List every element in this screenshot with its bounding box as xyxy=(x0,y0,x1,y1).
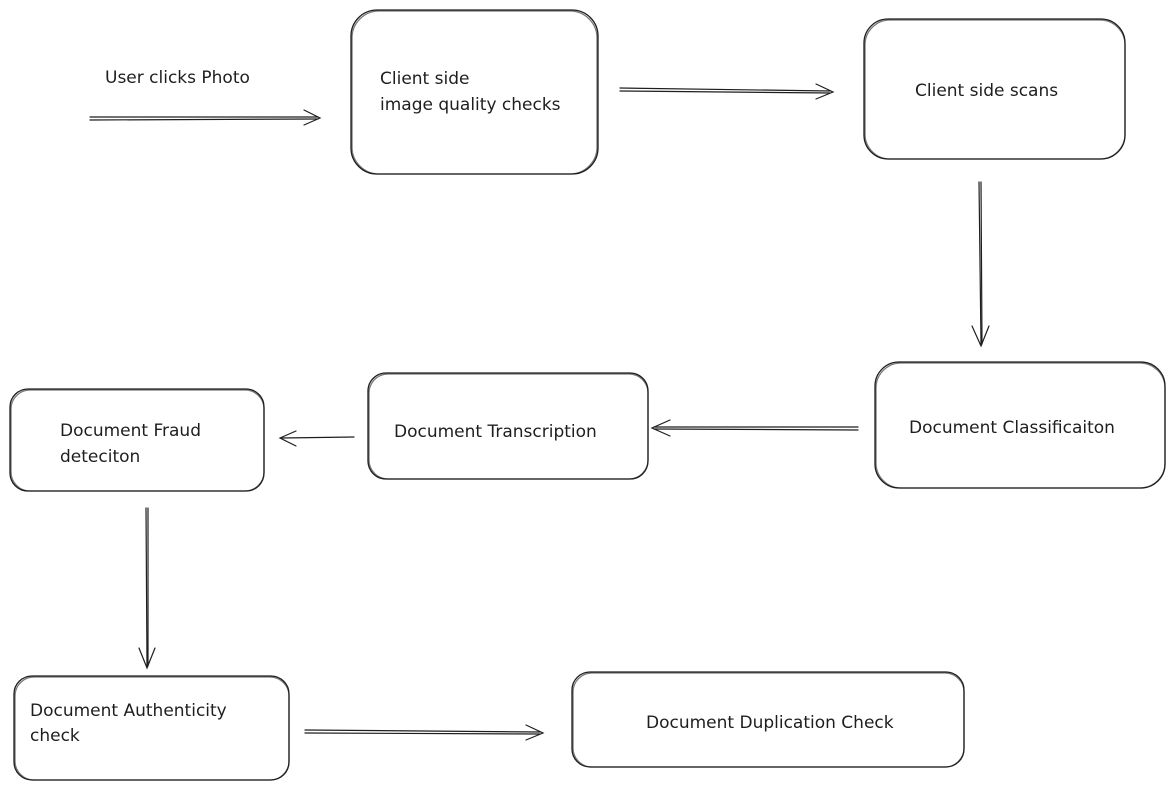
node-transcription-line1: Document Transcription xyxy=(394,422,597,442)
node-client-quality-line1: Client side xyxy=(380,69,469,89)
arrow-transcription-to-fraud xyxy=(278,430,355,447)
node-client-quality-line2: image quality checks xyxy=(380,95,561,115)
node-client-side-scans: Client side scans xyxy=(863,18,1126,160)
node-client-quality-checks: Client side image quality checks xyxy=(350,9,599,175)
arrow-classification-to-transcription xyxy=(650,419,859,437)
node-fraud-line2: deteciton xyxy=(60,447,140,467)
node-document-fraud-detection: Document Fraud deteciton xyxy=(9,388,265,492)
node-client-scans-line1: Client side scans xyxy=(915,81,1058,101)
node-document-authenticity-check: Document Authenticity check xyxy=(13,675,290,781)
node-fraud-line1: Document Fraud xyxy=(60,421,201,441)
node-document-transcription: Document Transcription xyxy=(367,372,649,480)
node-authenticity-line2: check xyxy=(30,726,80,746)
start-label: User clicks Photo xyxy=(105,68,250,88)
arrow-fraud-to-authenticity xyxy=(138,507,156,670)
arrow-quality-to-scans xyxy=(619,83,835,100)
arrow-start-to-quality xyxy=(89,109,322,126)
node-duplication-line1: Document Duplication Check xyxy=(646,713,894,733)
node-authenticity-line1: Document Authenticity xyxy=(30,701,227,721)
node-classification-line1: Document Classificaiton xyxy=(909,418,1115,438)
arrow-authenticity-to-duplication xyxy=(304,724,545,741)
node-document-duplication-check: Document Duplication Check xyxy=(571,671,965,768)
node-document-classification: Document Classificaiton xyxy=(874,361,1166,489)
arrow-scans-to-classification xyxy=(971,181,990,348)
